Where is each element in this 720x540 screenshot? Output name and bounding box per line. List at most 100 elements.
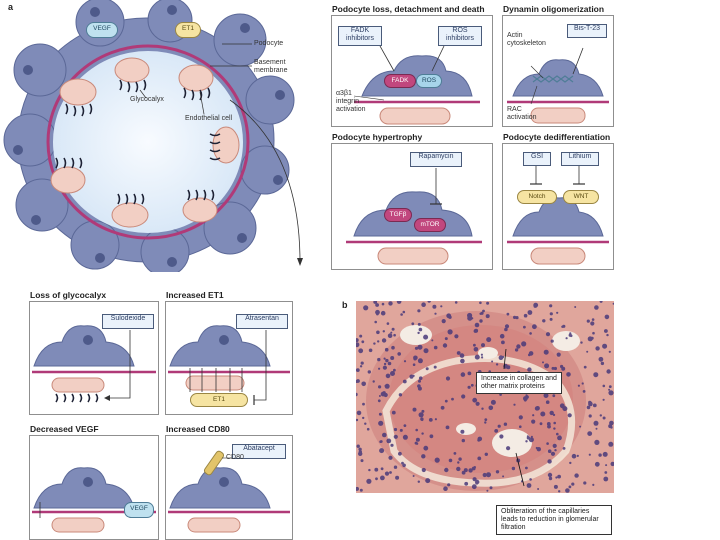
cell-nucleus <box>402 310 406 314</box>
cell-nucleus <box>489 486 493 490</box>
cell-nucleus <box>398 451 402 456</box>
cell-nucleus <box>395 475 400 480</box>
cell-nucleus <box>461 438 465 443</box>
cell-nucleus <box>528 351 534 356</box>
cell-nucleus <box>561 366 566 371</box>
glycocalyx-strands <box>55 79 221 205</box>
cell-nucleus <box>604 471 608 474</box>
cell-nucleus <box>529 332 532 335</box>
cell-nucleus <box>593 372 599 378</box>
cell-nucleus <box>486 472 491 478</box>
cell-nucleus <box>421 432 424 435</box>
cell-nucleus <box>467 371 472 376</box>
cell-nucleus <box>553 421 556 425</box>
cell-nucleus <box>588 414 592 418</box>
cell-nucleus <box>495 470 500 474</box>
cell-nucleus <box>375 309 380 315</box>
cell-nucleus <box>556 311 559 314</box>
cell-nucleus <box>554 449 557 452</box>
cell-nucleus <box>547 459 552 464</box>
cell-nucleus <box>380 467 384 471</box>
histology-image <box>356 301 614 493</box>
cell-nucleus <box>523 313 528 318</box>
cell-nucleus <box>602 384 606 388</box>
cell-nucleus <box>378 385 382 389</box>
cell-nucleus <box>379 440 383 443</box>
cell-nucleus <box>453 452 457 455</box>
cell-nucleus <box>549 410 554 416</box>
hypertrophy-panel-title: Podocyte hypertrophy <box>332 132 423 142</box>
cell-nucleus <box>440 405 445 410</box>
cell-nucleus <box>519 425 522 428</box>
cell-nucleus <box>366 478 372 484</box>
cell-nucleus <box>412 374 415 377</box>
cell-nucleus <box>356 368 360 372</box>
vegf-panel: VEGF <box>29 435 159 540</box>
cell-nucleus <box>440 305 443 308</box>
cell-nucleus <box>363 305 369 311</box>
cell-nucleus <box>386 438 392 444</box>
cell-nucleus <box>431 339 434 342</box>
cell-nucleus <box>376 330 380 335</box>
vegf-callout: VEGF <box>86 22 118 38</box>
cell-nucleus <box>542 361 544 364</box>
cell-nucleus <box>543 349 549 355</box>
dediff-panel: GSI Lithium Notch WNT <box>502 143 614 270</box>
cell-nucleus <box>571 482 575 486</box>
cell-nucleus <box>562 447 566 450</box>
ros-node: ROS <box>416 74 442 88</box>
cell-nucleus <box>393 434 398 439</box>
cell-nucleus <box>586 405 591 410</box>
cell-nucleus <box>588 453 591 456</box>
cell-nucleus <box>418 412 424 418</box>
cell-nucleus <box>367 370 371 374</box>
cell-nucleus <box>501 355 505 359</box>
cell-nucleus <box>590 336 594 340</box>
cell-nucleus <box>569 461 572 465</box>
cell-nucleus <box>608 350 611 353</box>
cell-nucleus <box>506 446 511 451</box>
cell-nucleus <box>384 471 390 476</box>
cell-nucleus <box>396 301 402 304</box>
cell-nucleus <box>364 422 367 425</box>
cell-nucleus <box>491 360 494 363</box>
cell-nucleus <box>356 486 359 491</box>
cell-nucleus <box>504 324 510 329</box>
cell-nucleus <box>373 301 378 304</box>
cell-nucleus <box>513 403 516 406</box>
wnt-node: WNT <box>563 190 599 204</box>
cell-nucleus <box>412 475 415 477</box>
cell-nucleus <box>556 432 559 436</box>
cell-nucleus <box>544 363 550 369</box>
cell-nucleus <box>481 343 485 348</box>
cell-nucleus <box>454 301 458 304</box>
cell-nucleus <box>456 466 461 472</box>
cell-nucleus <box>606 333 609 337</box>
actin-label: Actin cytoskeleton <box>507 32 546 47</box>
cell-nucleus <box>417 309 421 313</box>
cell-nucleus <box>523 396 528 401</box>
cell-nucleus <box>375 477 378 481</box>
cell-nucleus <box>542 319 546 323</box>
cell-nucleus <box>361 381 366 387</box>
cell-nucleus <box>421 418 424 422</box>
dediff-panel-title: Podocyte dedifferentiation <box>503 132 611 142</box>
cell-nucleus <box>484 418 488 421</box>
cell-nucleus <box>553 366 557 371</box>
cell-nucleus <box>387 333 393 338</box>
cell-nucleus <box>388 455 393 460</box>
cell-nucleus <box>460 372 466 377</box>
cell-nucleus <box>473 343 476 347</box>
cell-nucleus <box>549 312 553 316</box>
cell-nucleus <box>612 302 614 305</box>
cell-nucleus <box>378 395 381 397</box>
cell-nucleus <box>521 341 527 347</box>
cell-nucleus <box>402 434 408 440</box>
cell-nucleus <box>593 420 599 426</box>
cell-nucleus <box>421 409 425 413</box>
cell-nucleus <box>360 361 364 365</box>
cell-nucleus <box>485 314 490 319</box>
cell-nucleus <box>494 429 499 433</box>
cell-nucleus <box>565 488 570 493</box>
cell-nucleus <box>360 459 364 463</box>
